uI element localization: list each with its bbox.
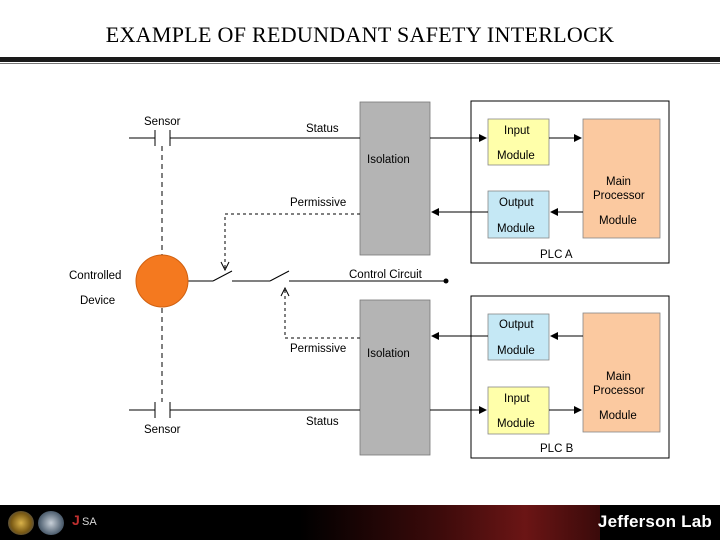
plc-b-input-label-1: Input (504, 393, 530, 405)
permissive-bottom-path (284, 290, 360, 339)
controlled-device-label-2: Device (80, 295, 115, 307)
plc-a-main-label-2: Processor (593, 190, 645, 202)
control-circuit-terminal (443, 278, 449, 284)
permissive-top-arrowhead (220, 261, 230, 272)
agency-seal-icon (38, 511, 64, 535)
plc-b-label: PLC B (540, 443, 574, 455)
plc-a-main-label-1: Main (606, 176, 631, 188)
plc-b-output-label-1: Output (499, 319, 534, 331)
plc-b-output-module (487, 313, 550, 361)
isolation-block-bottom (359, 299, 431, 456)
permissive-top-path (224, 213, 360, 268)
plc-b-main-label-3: Module (599, 410, 637, 422)
plc-a-input-label-1: Input (504, 125, 530, 137)
plc-b-main-processor (582, 312, 661, 433)
plc-a-output-label-2: Module (497, 223, 535, 235)
plc-a-main-label-3: Module (599, 215, 637, 227)
jsa-logo-j: J (72, 512, 80, 528)
status-bottom-label: Status (306, 416, 339, 428)
status-top-label: Status (306, 123, 339, 135)
permissive-top-label: Permissive (290, 197, 346, 209)
plc-a-input-label-2: Module (497, 150, 535, 162)
plc-b-output-label-2: Module (497, 345, 535, 357)
plc-a-output-label-1: Output (499, 197, 534, 209)
switch-b-blade (269, 270, 290, 282)
title-divider-thin (0, 63, 720, 64)
plc-b-main-label-2: Processor (593, 385, 645, 397)
plc-b-input-module (487, 386, 550, 435)
controlled-device (135, 254, 189, 308)
doe-seal-icon (8, 511, 34, 535)
plc-a-input-module (487, 118, 550, 166)
plc-a-main-processor (582, 118, 661, 239)
interlock-diagram: Sensor Status Isolation Permissive Contr… (69, 100, 670, 459)
footer-bar: J SA Jefferson Lab (0, 505, 720, 540)
permissive-bottom-label: Permissive (290, 343, 346, 355)
plc-b-main-label-1: Main (606, 371, 631, 383)
plc-a-output-module (487, 190, 550, 239)
jefferson-lab-logo: Jefferson Lab (597, 512, 712, 531)
plc-b-input-label-2: Module (497, 418, 535, 430)
sensor-top-label: Sensor (144, 116, 181, 128)
isolation-top-label: Isolation (367, 154, 410, 166)
isolation-block-top (359, 101, 431, 256)
control-circuit-label: Control Circuit (349, 269, 423, 281)
jsa-logo: J SA (72, 512, 108, 534)
sensor-bottom-label: Sensor (144, 424, 181, 436)
footer-accent-band (300, 505, 600, 540)
permissive-bottom-arrowhead (280, 286, 290, 297)
plc-a-label: PLC A (540, 249, 573, 261)
isolation-bottom-label: Isolation (367, 348, 410, 360)
switch-a-blade (212, 270, 233, 282)
controlled-device-label-1: Controlled (69, 270, 121, 282)
jsa-logo-sa: SA (82, 516, 97, 528)
slide-title: EXAMPLE OF REDUNDANT SAFETY INTERLOCK (105, 22, 615, 47)
title-divider (0, 57, 720, 62)
